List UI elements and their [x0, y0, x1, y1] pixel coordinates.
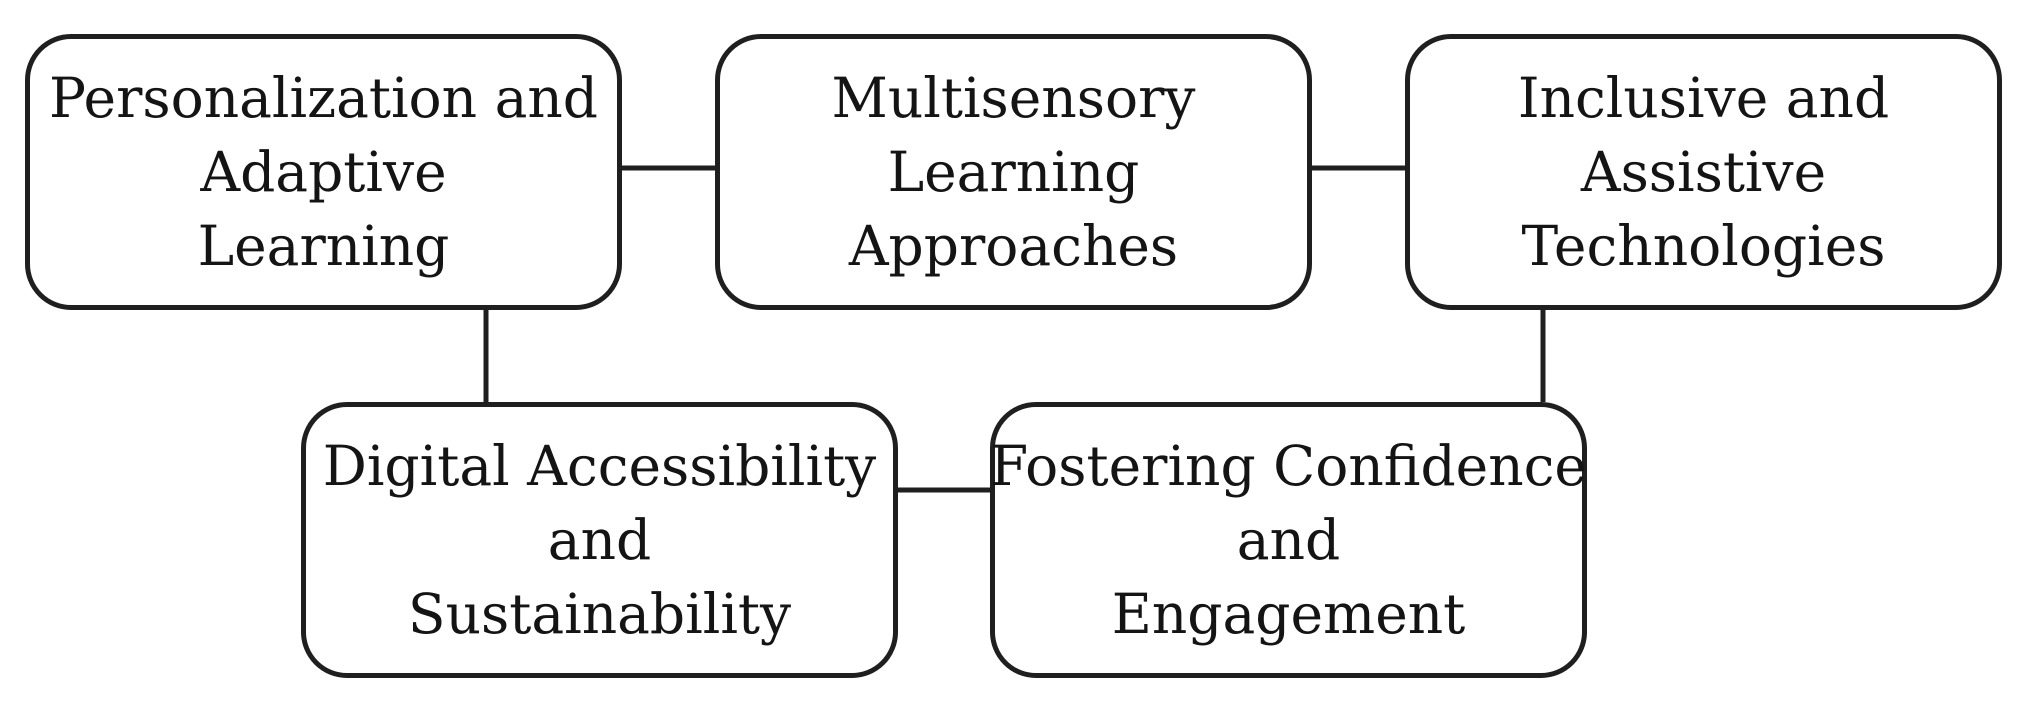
node-label-line: Personalization and — [48, 66, 598, 130]
node-label-line: Multisensory — [831, 66, 1196, 130]
node-label-line: Learning — [197, 214, 450, 278]
node-label-line: and — [547, 508, 652, 572]
node-digital-accessibility-sustainability: Digital Accessibility and Sustainability — [301, 402, 898, 678]
node-label-line: Sustainability — [407, 582, 792, 646]
node-label-line: Inclusive and — [1517, 66, 1890, 130]
node-label-line: Approaches — [848, 214, 1179, 278]
node-label-line: and — [1236, 508, 1341, 572]
node-label-line: Engagement — [1111, 582, 1466, 646]
node-multisensory-learning-approaches: Multisensory Learning Approaches — [715, 34, 1312, 310]
node-label-line: Learning — [887, 140, 1140, 204]
node-fostering-confidence-engagement: Fostering Confidence and Engagement — [990, 402, 1587, 678]
node-label-line: Assistive — [1580, 140, 1827, 204]
node-label-line: Digital Accessibility — [322, 434, 877, 498]
node-label-line: Technologies — [1521, 214, 1886, 278]
node-label-line: Adaptive — [200, 140, 447, 204]
node-label-line: Fostering Confidence — [990, 434, 1587, 498]
node-inclusive-assistive-technologies: Inclusive and Assistive Technologies — [1405, 34, 2002, 310]
node-personalization-adaptive-learning: Personalization and Adaptive Learning — [25, 34, 622, 310]
